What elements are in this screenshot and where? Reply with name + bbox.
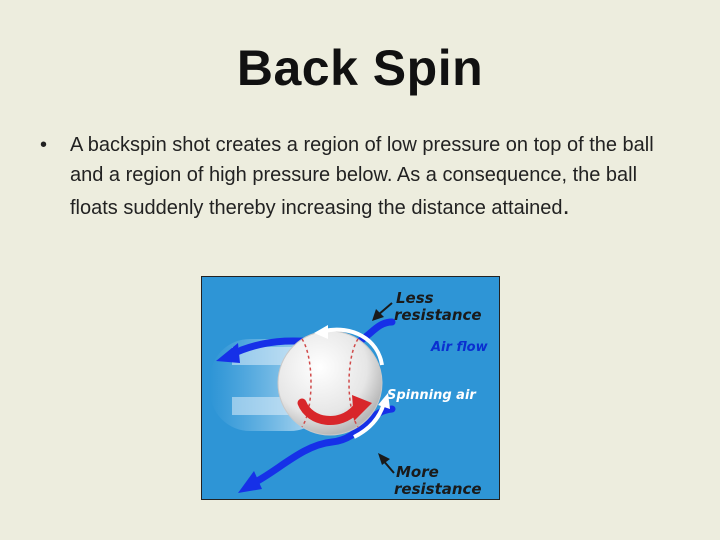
bullet-body: A backspin shot creates a region of low … [70, 134, 654, 219]
bullet-item: • A backspin shot creates a region of lo… [40, 130, 690, 223]
label-more: More [396, 463, 439, 481]
backspin-diagram: Less resistance Air flow Spinning air Mo… [201, 276, 500, 500]
label-more-resistance: resistance [394, 480, 482, 498]
bullet-dot: • [40, 134, 48, 156]
more-resistance-pointer-icon [378, 453, 395, 474]
bullet-text: A backspin shot creates a region of low … [70, 130, 690, 223]
diagram-graphic [210, 302, 396, 493]
slide-title: Back Spin [236, 40, 484, 96]
lower-airflow-arrow-icon [238, 405, 396, 493]
less-resistance-pointer-icon [372, 302, 393, 321]
spin-arrow-icon [297, 395, 372, 425]
label-air-flow: Air flow [431, 340, 488, 355]
bullet-period: . [562, 190, 570, 220]
spinning-air-arrow-icon [314, 325, 390, 439]
label-less-resistance: resistance [394, 306, 482, 324]
label-spinning-air: Spinning air [387, 388, 476, 403]
label-less: Less [396, 289, 434, 307]
